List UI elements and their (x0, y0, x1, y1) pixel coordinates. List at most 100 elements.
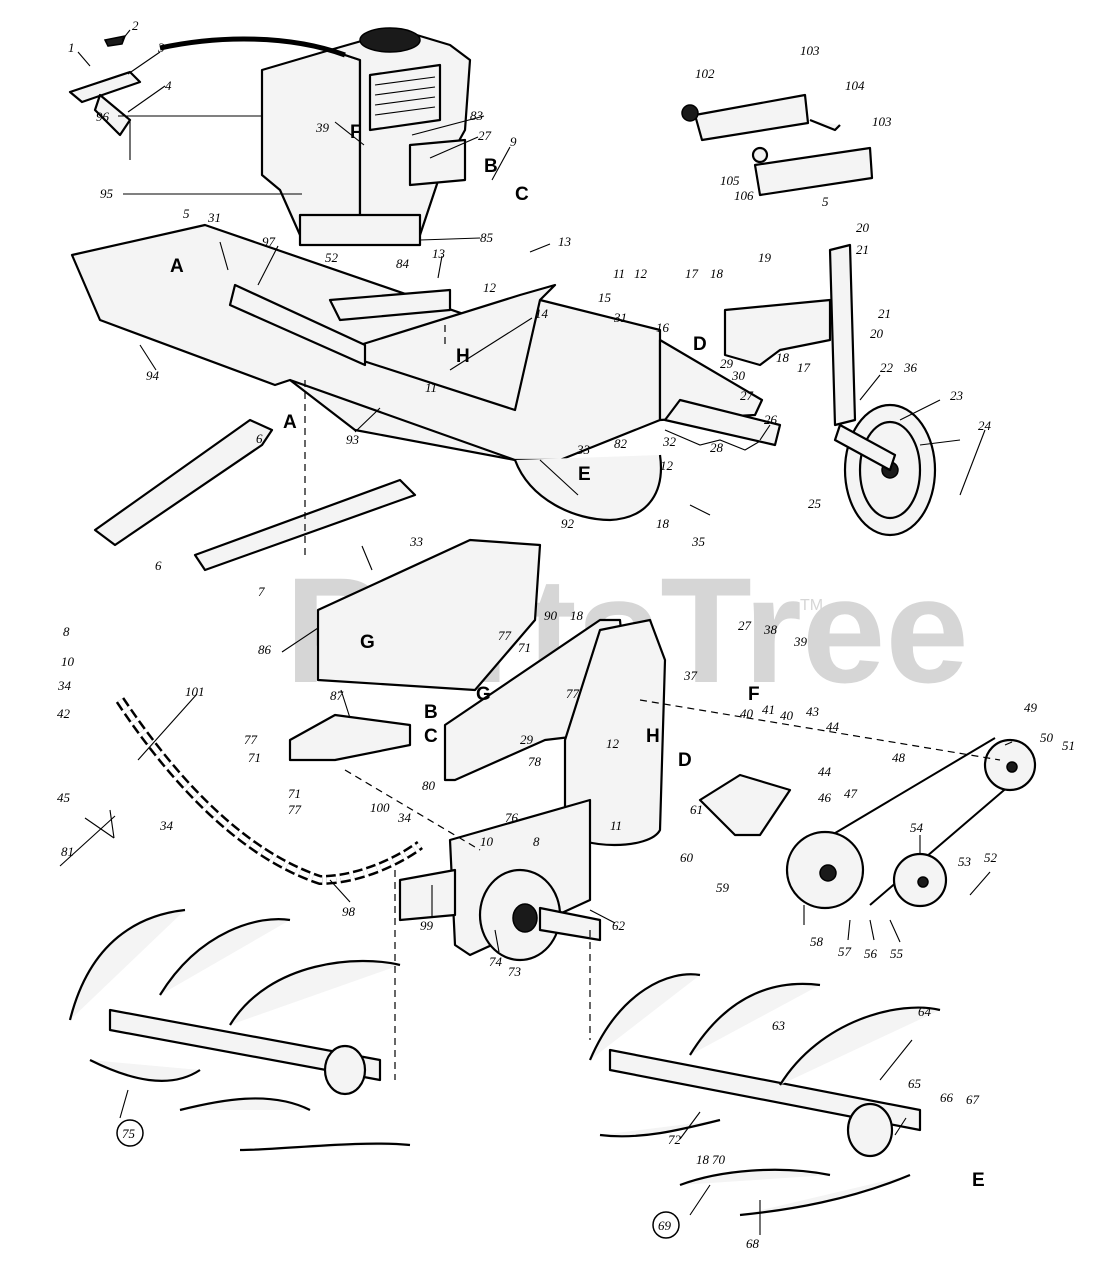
callout-50: 50 (1040, 730, 1054, 745)
callout-55: 55 (890, 946, 904, 961)
callout-73: 73 (508, 964, 522, 979)
ref-letter-d: D (693, 334, 707, 355)
callout-74: 74 (489, 954, 503, 969)
callout-16: 16 (656, 320, 670, 335)
callout-82: 82 (614, 436, 628, 451)
throttle-control (68, 34, 142, 160)
callout-leaders (59, 29, 1013, 1235)
callout-59: 59 (716, 880, 730, 895)
callout-78: 78 (528, 754, 542, 769)
callout-37: 37 (683, 668, 698, 683)
callout-17: 17 (797, 360, 811, 375)
callout-77: 77 (566, 686, 580, 701)
ref-letter-f: F (350, 122, 362, 143)
callout-14: 14 (535, 306, 549, 321)
belt-cover (316, 538, 542, 692)
callout-numbers: 1 2 3 4 96 39 83 27 9 95 85 5 31 97 52 1… (57, 18, 1075, 1251)
callout-104: 104 (845, 78, 865, 93)
callout-83: 83 (470, 108, 484, 123)
callout-3: 3 (157, 40, 165, 55)
callout-5: 5 (822, 194, 829, 209)
drag-bar-6 (93, 418, 274, 547)
callout-57: 57 (838, 944, 852, 959)
callout-71: 71 (518, 640, 531, 655)
callout-26: 26 (764, 412, 778, 427)
callout-102: 102 (695, 66, 715, 81)
callout-36: 36 (903, 360, 918, 375)
idler-arm (698, 773, 792, 837)
callout-34: 34 (159, 818, 174, 833)
tine-shield-frame (70, 223, 764, 522)
callout-96: 96 (96, 109, 110, 124)
belt-pulley-assembly (785, 737, 1037, 910)
callout-53: 53 (958, 854, 972, 869)
callout-circle-75 (116, 1119, 144, 1147)
callout-94: 94 (146, 368, 160, 383)
callout-45: 45 (57, 790, 71, 805)
mounting-plate (288, 713, 412, 762)
ref-letter-c: C (515, 184, 529, 205)
callout-66: 66 (940, 1090, 954, 1105)
callout-97: 97 (262, 234, 276, 249)
callout-92: 92 (561, 516, 575, 531)
callout-54: 54 (910, 820, 924, 835)
ref-letter-a: A (283, 412, 297, 433)
callout-21: 21 (856, 242, 869, 257)
callout-103: 103 (800, 43, 820, 58)
callout-51: 51 (1062, 738, 1075, 753)
callout-32: 32 (662, 434, 677, 449)
callout-98: 98 (342, 904, 356, 919)
callout-42: 42 (57, 706, 71, 721)
callout-103: 103 (872, 114, 892, 129)
callout-2: 2 (132, 18, 139, 33)
callout-13: 13 (558, 234, 572, 249)
callout-10: 10 (61, 654, 75, 669)
reference-letters: A A B B C C D D E E F F G G H H (170, 122, 985, 1191)
callout-31: 31 (207, 210, 221, 225)
callout-71: 71 (248, 750, 261, 765)
alignment-lines (304, 325, 1001, 1080)
ref-letter-h: H (646, 726, 660, 747)
callout-81: 81 (61, 844, 74, 859)
callout-93: 93 (346, 432, 360, 447)
ref-letter-g: G (360, 632, 375, 653)
callout-33: 33 (409, 534, 424, 549)
callout-77: 77 (244, 732, 258, 747)
wheel-bracket (723, 298, 832, 367)
callout-20: 20 (870, 326, 884, 341)
callout-46: 46 (818, 790, 832, 805)
callout-8: 8 (63, 624, 70, 639)
ref-letter-b: B (424, 702, 438, 723)
callout-52: 52 (984, 850, 998, 865)
callout-15: 15 (598, 290, 612, 305)
callout-47: 47 (844, 786, 858, 801)
transport-wheel (828, 243, 937, 537)
callout-68: 68 (746, 1236, 760, 1251)
callout-56: 56 (864, 946, 878, 961)
callout-4: 4 (165, 78, 172, 93)
callout-12: 12 (634, 266, 648, 281)
callout-22: 22 (880, 360, 894, 375)
chain-case-frame (398, 618, 667, 962)
callout-44: 44 (826, 719, 840, 734)
callout-60: 60 (680, 850, 694, 865)
callout-18: 18 (656, 516, 670, 531)
callout-11: 11 (613, 266, 625, 281)
callout-6: 6 (155, 558, 162, 573)
watermark-trademark: TM (800, 597, 823, 614)
ref-letter-h: H (456, 346, 470, 367)
engine (159, 27, 472, 247)
callout-48: 48 (892, 750, 906, 765)
callout-11: 11 (425, 380, 437, 395)
callout-87: 87 (330, 688, 344, 703)
callout-105: 105 (720, 173, 740, 188)
callout-18: 18 (776, 350, 790, 365)
callout-1: 1 (68, 40, 75, 55)
callout-8: 8 (533, 834, 540, 849)
depth-bar (663, 398, 782, 447)
ref-letter-e: E (578, 464, 591, 485)
callout-11: 11 (610, 818, 622, 833)
callout-52: 52 (325, 250, 339, 265)
callout-18: 18 (696, 1152, 710, 1167)
